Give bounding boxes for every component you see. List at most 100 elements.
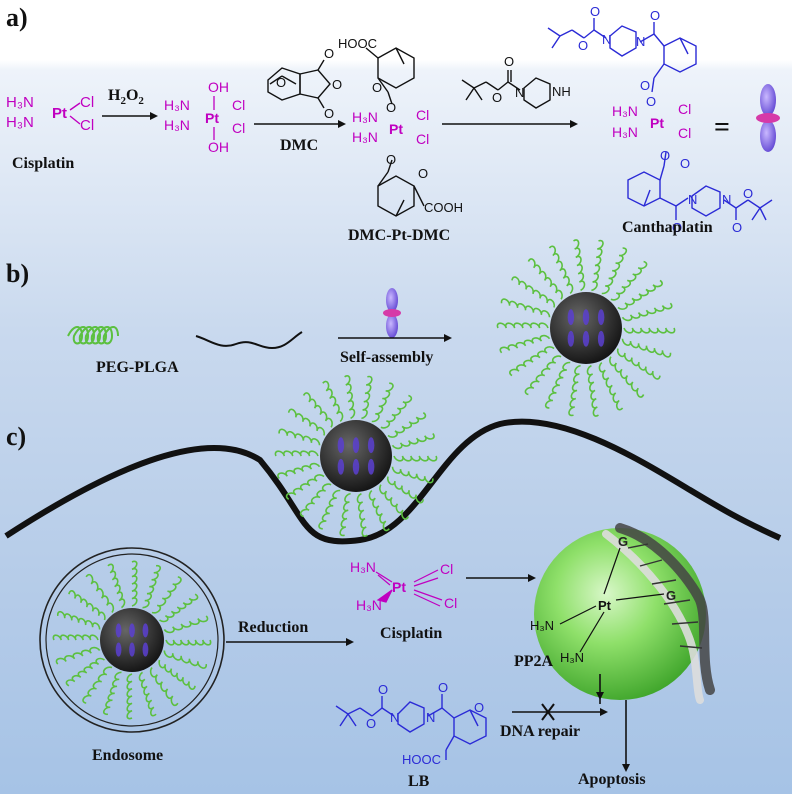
- atom-hooc: HOOC: [402, 752, 441, 767]
- peg-chain: [500, 298, 551, 318]
- peg-chain: [82, 666, 113, 704]
- atom-o: O: [332, 77, 342, 92]
- peg-chain: [138, 671, 157, 717]
- canthaplatin-payload: [582, 330, 590, 347]
- atom-h3n: H₃N: [612, 103, 638, 119]
- peg-chain: [387, 412, 427, 438]
- peg-chain: [617, 279, 663, 310]
- peg-chain: [322, 380, 344, 423]
- peg-chain: [610, 260, 648, 301]
- atom-oh: OH: [208, 79, 229, 95]
- canthaplatin-payload: [567, 309, 575, 326]
- canthaplatin-payload: [582, 309, 590, 326]
- peg-plga-label: PEG-PLGA: [96, 359, 179, 376]
- atom-h3n: H₃N: [164, 117, 190, 133]
- peg-chain: [621, 302, 673, 322]
- atom-h3n: H₃N: [560, 650, 584, 665]
- peg-chain: [568, 364, 581, 417]
- cisplatin-name: Cisplatin: [12, 155, 74, 172]
- self-assembly-label: Self-assembly: [340, 349, 433, 366]
- nanoparticle-endosomal: [52, 560, 212, 720]
- atom-o: O: [418, 166, 428, 181]
- canthaplatin-payload: [115, 623, 122, 638]
- atom-hooc: HOOC: [338, 36, 377, 51]
- peg-chain: [499, 334, 551, 354]
- boc-piperazine-reagent: [461, 70, 551, 109]
- atom-o: O: [366, 716, 376, 731]
- canthaplatin-payload: [597, 309, 605, 326]
- peg-chain: [278, 428, 321, 446]
- atom-o: O: [386, 100, 396, 115]
- peg-chain: [368, 489, 390, 532]
- peg-chain: [527, 258, 563, 300]
- peg-chain: [380, 394, 413, 429]
- atom-o: O: [590, 4, 600, 19]
- atom-h3n: H₃N: [6, 94, 34, 111]
- atom-h3n: H₃N: [612, 124, 638, 140]
- atom-cl: Cl: [80, 94, 94, 111]
- peg-chain: [158, 659, 196, 690]
- atom-g: G: [666, 588, 676, 603]
- nanoparticle: [496, 239, 676, 417]
- apoptosis-label: Apoptosis: [578, 771, 646, 788]
- atom-o: O: [386, 152, 396, 167]
- nanoparticle-core: [320, 420, 392, 492]
- canthaplatin-payload: [337, 458, 345, 475]
- atom-cl: Cl: [416, 131, 429, 147]
- canthaplatin-payload: [337, 437, 345, 454]
- peg-chain: [142, 564, 162, 609]
- peg-chain: [393, 455, 438, 462]
- peg-chain: [302, 392, 333, 428]
- peg-chain: [65, 657, 105, 687]
- peg-chain: [149, 667, 179, 707]
- atom-h3n: H₃N: [350, 559, 376, 575]
- peg-chain: [496, 322, 549, 329]
- atom-o: O: [743, 186, 753, 201]
- atom-o: O: [438, 680, 448, 695]
- atom-pt: Pt: [389, 121, 403, 137]
- atom-n: N: [390, 710, 399, 725]
- peg-chain: [548, 245, 574, 295]
- atom-cl: Cl: [678, 101, 691, 117]
- atom-o: O: [732, 220, 742, 235]
- peg-chain: [356, 492, 368, 537]
- atom-o: O: [672, 220, 682, 235]
- cell-membrane: [4, 418, 782, 545]
- peg-chain: [391, 466, 434, 484]
- atom-o: O: [378, 682, 388, 697]
- atom-n: N: [602, 32, 611, 47]
- canthaplatin-payload: [115, 642, 122, 657]
- atom-h3n: H₃N: [6, 114, 34, 131]
- atom-o: O: [474, 700, 484, 715]
- atom-o: O: [640, 78, 650, 93]
- pp2a-label: PP2A: [514, 653, 554, 670]
- peg-chain: [386, 476, 425, 504]
- atom-o: O: [646, 94, 656, 109]
- atom-o: O: [324, 106, 334, 121]
- atom-pt: Pt: [650, 115, 664, 131]
- panel-a: H₃N H₃N Pt Cl Cl Cisplatin H2O2 OH H₃N H…: [6, 4, 780, 244]
- canthaplatin-payload: [352, 458, 360, 475]
- atom-o: O: [276, 75, 286, 90]
- peg-chain: [339, 492, 351, 537]
- peg-chain: [598, 361, 624, 411]
- peg-chain: [509, 346, 555, 377]
- nanoparticle-internalizing: [274, 375, 438, 537]
- atom-n: N: [515, 85, 524, 100]
- peg-chain: [56, 610, 101, 630]
- atom-o: O: [650, 8, 660, 23]
- atom-cl: Cl: [444, 595, 457, 611]
- equals-sign: =: [714, 112, 730, 143]
- atom-h3n: H₃N: [164, 97, 190, 113]
- canthaplatin-payload: [129, 642, 135, 657]
- peg-chain: [344, 375, 356, 420]
- peg-chain: [151, 576, 182, 614]
- peg-chain: [544, 361, 571, 409]
- atom-o: O: [492, 90, 502, 105]
- canthaplatin-payload: [367, 437, 375, 454]
- pt-iv-dihydroxo: OH H₃N H₃N Pt Cl Cl OH: [164, 79, 245, 155]
- atom-n: N: [722, 192, 731, 207]
- panel-c: Endosome Reduction H₃N H₃N Pt Cl Cl Cisp…: [4, 375, 782, 790]
- atom-cl: Cl: [678, 125, 691, 141]
